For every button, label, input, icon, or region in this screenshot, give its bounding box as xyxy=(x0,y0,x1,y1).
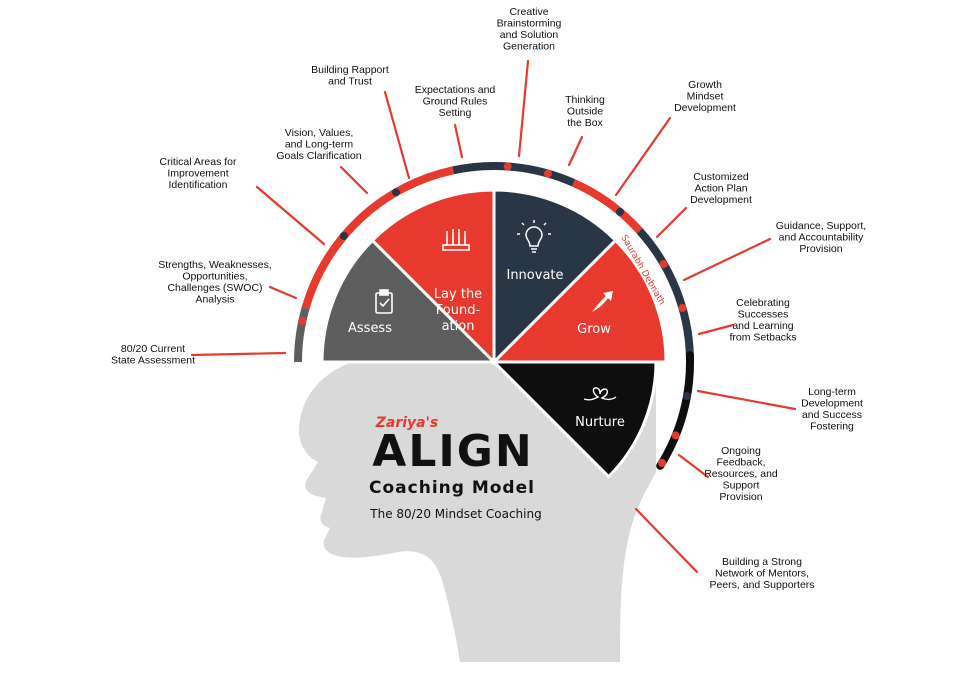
arc-dot xyxy=(678,304,687,312)
heart-icon xyxy=(583,387,617,401)
pointer-line xyxy=(190,351,287,357)
clipboard-check-icon xyxy=(375,289,393,314)
arc-dot xyxy=(298,317,307,326)
arc-dot xyxy=(658,458,666,467)
title-main: ALIGN xyxy=(372,426,533,477)
arc-band xyxy=(656,351,694,470)
segment-assess xyxy=(320,238,498,364)
lightbulb-icon xyxy=(517,220,551,253)
arc-dot xyxy=(503,162,512,171)
pointer-line xyxy=(517,59,530,158)
growth-arrow-icon xyxy=(592,291,613,312)
segment-grow xyxy=(490,238,668,364)
pointer-line xyxy=(255,185,326,246)
pointer-lines xyxy=(190,59,797,574)
segment-icons xyxy=(375,220,617,401)
pointer-line xyxy=(383,90,411,180)
arc-dot xyxy=(469,163,478,172)
arc-dot xyxy=(339,232,348,240)
arc-dot xyxy=(644,237,653,246)
arc-dot xyxy=(392,188,400,197)
pointer-line xyxy=(268,285,298,300)
pointer-line xyxy=(567,135,584,167)
title-tagline: The 80/20 Mindset Coaching xyxy=(369,507,541,521)
arc-dot xyxy=(436,169,444,178)
pointer-line xyxy=(634,507,699,574)
arc-dots xyxy=(298,162,693,467)
segment-innovate xyxy=(492,188,618,366)
arc-dot xyxy=(616,207,624,216)
pointer-line xyxy=(453,123,464,159)
pointer-line xyxy=(339,165,369,195)
title-subtitle: Coaching Model xyxy=(369,478,535,498)
segment-nurture xyxy=(490,360,658,479)
arc-dot xyxy=(544,169,552,178)
arc-dot xyxy=(683,392,691,400)
pointer-line xyxy=(614,116,672,197)
arc-band xyxy=(301,166,455,310)
arc-band xyxy=(294,306,310,363)
arc-dot xyxy=(684,330,693,339)
pointer-line xyxy=(655,206,688,239)
pointer-line xyxy=(696,389,797,411)
segment-label-assess: Assess xyxy=(348,321,392,336)
pointer-line xyxy=(682,237,772,282)
foundation-pillars-icon xyxy=(442,229,470,251)
segment-label-nurture: Nurture xyxy=(575,415,625,430)
arc-dot xyxy=(671,431,680,440)
head-silhouette xyxy=(298,362,656,662)
arc-band xyxy=(572,179,643,234)
segment-lay-the-foundation xyxy=(370,188,496,366)
title-prefix: Zariya's xyxy=(375,415,439,431)
pointer-line xyxy=(697,323,735,336)
pointer-line xyxy=(677,453,710,479)
callout-label: Strengths, Weaknesses,Opportunities,Chal… xyxy=(158,259,272,306)
segment-label-grow: Grow xyxy=(577,322,611,337)
segment-label-innovate: Innovate xyxy=(506,268,563,283)
arc-band xyxy=(452,162,576,187)
arc-dot xyxy=(659,260,668,268)
